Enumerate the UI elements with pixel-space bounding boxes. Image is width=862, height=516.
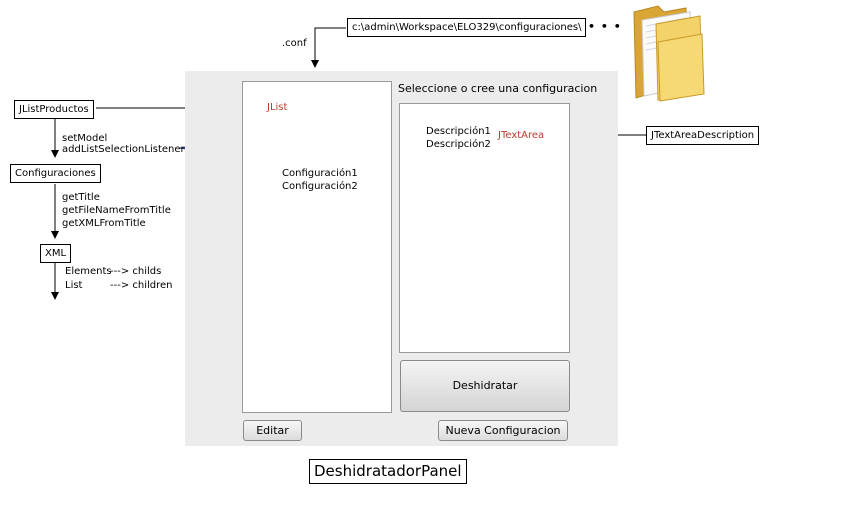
xml-note-1-right: ---> childs: [110, 266, 162, 277]
jlist-tag: JList: [267, 102, 288, 113]
path-arrow: [311, 27, 346, 68]
configurations-list[interactable]: JList Configuración1 Configuración2: [242, 81, 392, 413]
path-box: c:\admin\Workspace\ELO329\configuracione…: [347, 18, 587, 37]
jlistproductos-label: JListProductos: [19, 104, 89, 115]
list-item[interactable]: Configuración2: [282, 181, 358, 192]
folder-icon: [633, 5, 705, 102]
calls-1-line-2: addListSelectionListener: [62, 144, 185, 155]
description-textarea[interactable]: Descripción1 Descripción2 JTextArea: [399, 103, 570, 353]
jtextarea-tag: JTextArea: [498, 130, 545, 141]
jlistproductos-box: JListProductos: [14, 100, 94, 119]
calls-2-line-2: getFileNameFromTitle: [62, 205, 171, 216]
xml-note-2-right: ---> children: [110, 280, 173, 291]
configuraciones-label: Configuraciones: [15, 168, 96, 179]
path-ellipsis: • • •: [588, 20, 622, 33]
panel-title-box: DeshidratadorPanel: [309, 459, 467, 484]
description-line: Descripción2: [426, 139, 491, 150]
jtextareadescription-label: JTextAreaDescription: [651, 130, 755, 141]
description-line: Descripción1: [426, 126, 491, 137]
calls-2-line-3: getXMLFromTitle: [62, 218, 146, 229]
deshidratador-panel: JList Configuración1 Configuración2 Sele…: [185, 71, 618, 446]
panel-title: DeshidratadorPanel: [314, 462, 462, 480]
jtextareadescription-box: JTextAreaDescription: [646, 126, 760, 145]
panel-prompt: Seleccione o cree una configuracion: [398, 82, 598, 95]
xml-label: XML: [45, 248, 67, 259]
xml-box: XML: [40, 244, 72, 263]
xml-note-1-left: Elements: [65, 266, 112, 277]
deshidratar-button[interactable]: Deshidratar: [400, 360, 570, 412]
path-value: c:\admin\Workspace\ELO329\configuracione…: [352, 22, 582, 33]
conf-label: .conf: [282, 38, 307, 49]
calls-1-line-1: setModel: [62, 133, 108, 144]
editar-button[interactable]: Editar: [243, 420, 302, 441]
configuraciones-box: Configuraciones: [10, 164, 101, 183]
calls-2-line-1: getTitle: [62, 192, 100, 203]
list-item[interactable]: Configuración1: [282, 168, 358, 179]
nueva-configuracion-button[interactable]: Nueva Configuracion: [438, 420, 568, 441]
xml-note-2-left: List: [65, 280, 83, 291]
